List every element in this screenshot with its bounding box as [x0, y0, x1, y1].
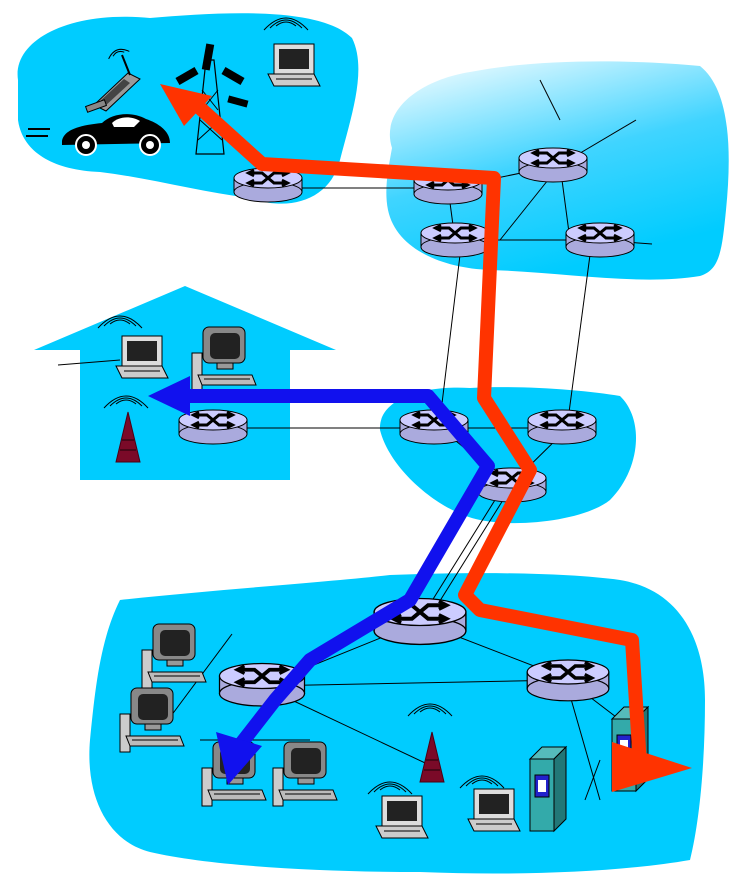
server-icon	[529, 746, 567, 832]
router-institution-3	[525, 658, 611, 703]
cell-tower-icon	[173, 43, 249, 155]
router-isp-2	[517, 146, 589, 184]
router-mobile	[232, 166, 304, 204]
car-icon	[26, 114, 170, 156]
router-regional-2	[526, 408, 598, 446]
laptop-icon	[267, 43, 321, 87]
router-isp-4	[564, 221, 636, 259]
laptop-icon	[467, 788, 521, 832]
wireless-waves-icon	[108, 48, 130, 60]
red-path-arrow	[160, 84, 692, 792]
cell-phone-icon	[84, 54, 141, 113]
blue-path-arrow	[148, 376, 495, 785]
laptop-icon	[115, 335, 169, 379]
router-isp-3	[419, 221, 491, 259]
laptop-icon	[375, 795, 429, 839]
